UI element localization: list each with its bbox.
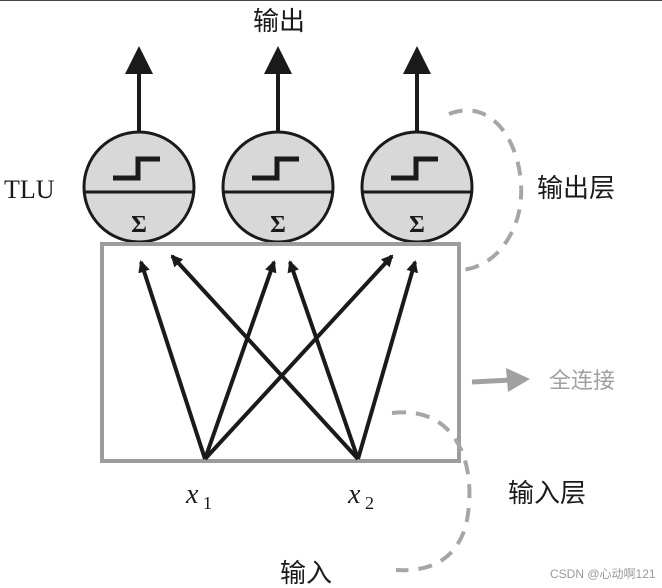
connection-x2-n1 (170, 254, 360, 461)
full-connection-label: 全连接 (549, 369, 615, 394)
step-function-icon (252, 156, 299, 181)
full-connection-pointer (471, 368, 530, 392)
output-label: 输出 (253, 7, 305, 37)
connection-x1-n3 (203, 254, 394, 461)
sigma-symbol: Σ (270, 212, 286, 238)
connection-x2-n2 (287, 260, 360, 460)
input-layer-label: 输入层 (508, 479, 586, 509)
output-layer-label: 输出层 (537, 174, 615, 204)
step-function-icon (113, 156, 160, 181)
input-label: 输入 (280, 559, 332, 588)
tlu-label: TLU (4, 175, 55, 204)
x1-base: x (185, 479, 199, 510)
input-x1-label: x 1 (185, 479, 212, 513)
output-arrow-2 (264, 46, 292, 135)
x1-subscript: 1 (203, 493, 212, 513)
input-layer-dashed-curve (391, 410, 472, 573)
step-function-icon (391, 156, 438, 181)
x2-subscript: 2 (365, 493, 374, 513)
connection-x1-n1 (138, 260, 207, 460)
output-arrow-3 (403, 46, 431, 135)
sigma-symbol: Σ (131, 212, 147, 238)
csdn-watermark: CSDN @心动啊121 (550, 567, 656, 581)
output-layer-dashed-curve (448, 108, 524, 272)
x2-base: x (347, 479, 361, 510)
neuron-1: Σ (82, 130, 196, 244)
input-x2-label: x 2 (347, 479, 374, 513)
sigma-symbol: Σ (409, 212, 425, 238)
neuron-3: Σ (360, 130, 474, 244)
connection-x2-n3 (356, 260, 418, 460)
connection-arrows (138, 254, 418, 461)
output-arrows (125, 46, 431, 135)
connection-x1-n2 (203, 260, 277, 460)
neuron-2: Σ (221, 130, 335, 244)
output-arrow-1 (125, 46, 153, 135)
full-connection-box (100, 242, 461, 463)
